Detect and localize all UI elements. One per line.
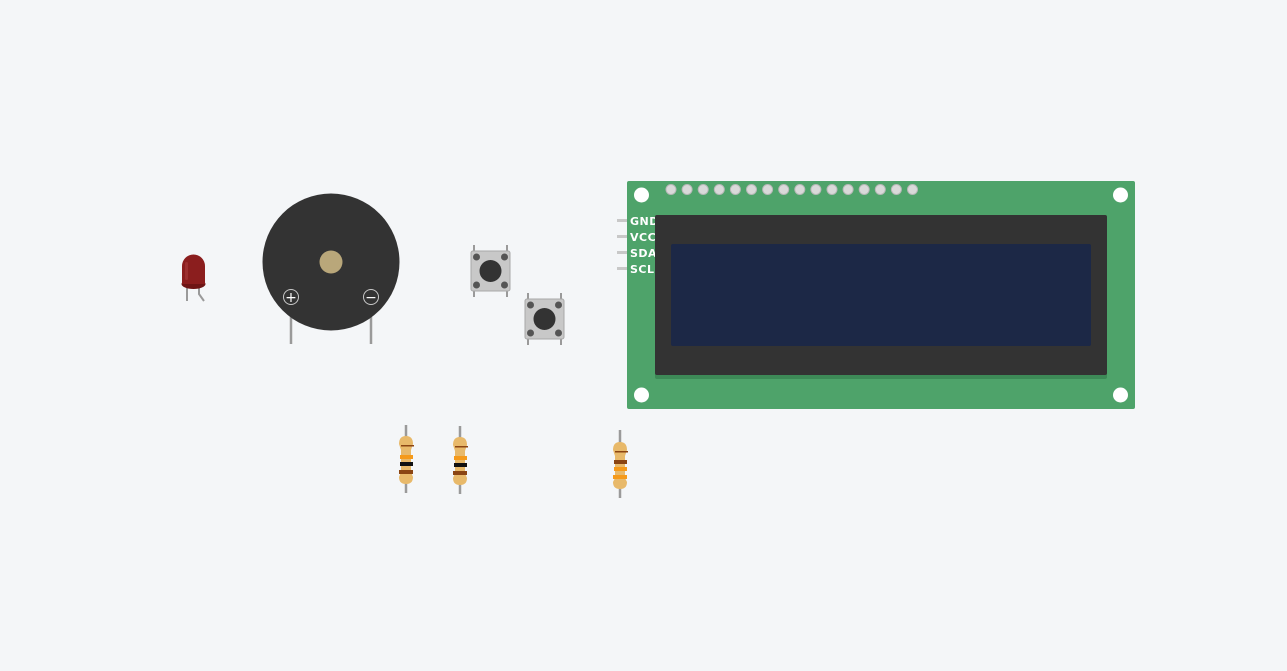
mounting-hole [1113,387,1128,403]
header-pins [665,184,918,195]
resistor-band [399,470,413,474]
pushbutton-1[interactable] [470,245,511,297]
led-red[interactable] [181,254,206,302]
pin-label-gnd: GND [630,215,659,228]
resistor-2[interactable] [453,426,468,494]
resistor-band [614,460,627,464]
resistor-band [615,451,628,453]
resistor-body [613,442,627,489]
pushbutton-corner [473,281,480,289]
pushbutton-cap [533,308,556,330]
resistor-body [453,437,467,485]
resistor-1[interactable] [399,425,414,493]
buzzer-minus-symbol: − [365,290,377,306]
buzzer-plus-icon [283,289,299,305]
piezo-buzzer[interactable]: + − [262,193,400,345]
lcd-screen [671,244,1091,346]
led-leg-anode [198,286,205,302]
pushbutton-corner [501,253,508,261]
led-highlight [185,262,188,280]
buzzer-plus-symbol: + [285,290,297,306]
pushbutton-corner [555,329,562,337]
pushbutton-corner [501,281,508,289]
pushbutton-corner [473,253,480,261]
resistor-band [400,462,413,466]
buzzer-minus-icon [363,289,379,305]
pushbutton-corner [527,329,534,337]
resistor-band [401,445,414,447]
lcd-1602-i2c[interactable]: GND VCC SDA SCL [617,181,1135,409]
pushbutton-cap [479,260,502,282]
pushbutton-corner [555,301,562,309]
pin-label-scl: SCL [630,263,655,276]
resistor-band [454,456,467,460]
buzzer-center [319,250,343,274]
resistor-3[interactable] [613,430,628,498]
mounting-hole [634,387,649,403]
resistor-body [399,436,413,484]
pin-label-vcc: VCC [630,231,656,244]
resistor-band [614,467,627,471]
pushbutton-corner [527,301,534,309]
resistor-band [400,455,413,459]
resistor-band [453,471,467,475]
resistor-band [613,475,627,479]
resistor-band [455,446,468,448]
pin-label-sda: SDA [630,247,657,260]
mounting-hole [634,187,649,203]
mounting-hole [1113,187,1128,203]
resistor-band [454,463,467,467]
pushbutton-2[interactable] [524,293,565,345]
